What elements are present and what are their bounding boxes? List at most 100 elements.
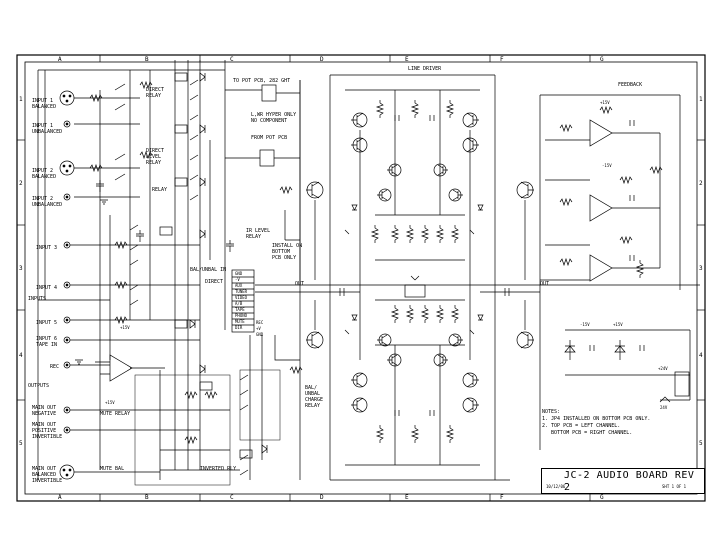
label-mute-relay: MUTE RELAY (100, 411, 131, 417)
label-supply-plus15v: +15V (600, 100, 610, 105)
zone-label-top: F (500, 56, 504, 63)
label-ir-level-relay: IR LEVEL RELAY (246, 228, 271, 240)
sheet-border-inner (24, 61, 698, 495)
xlr-input2 (59, 160, 75, 176)
label-direct-relay: DIRECT RELAY (146, 87, 165, 99)
drawing-title: JC-2 AUDIO BOARD REV 2 (564, 470, 695, 493)
label-supply-plus15v: +15V (105, 400, 115, 405)
zone-label-bottom: A (58, 494, 62, 501)
zone-label-bottom: F (500, 494, 504, 501)
xlr-input1 (59, 90, 75, 106)
upper-transistors (306, 112, 534, 202)
zone-label-top: B (145, 56, 149, 63)
label-line-driver: LINE DRIVER (408, 66, 442, 72)
label-supply-plus24v: +24V (658, 366, 668, 371)
opamp-feedback-3 (589, 254, 613, 282)
pin-label: VIDEO (235, 295, 248, 300)
label-input5: INPUT 5 (36, 320, 58, 326)
label-input1-unbalanced: INPUT 1 UNBALANCED (32, 123, 63, 135)
pin-label: TAPE (235, 307, 245, 312)
zone-label-top: D (320, 56, 324, 63)
lower-transistors (306, 331, 534, 413)
note-item: 2. TOP PCB = LEFT CHANNEL. (542, 423, 621, 429)
label-relay: RELAY (152, 187, 168, 193)
label-main-out-negative: MAIN OUT NEGATIVE (32, 405, 57, 417)
zone-label-right: 5 (699, 440, 703, 447)
zone-label-left: 1 (19, 96, 23, 103)
label-feedback: FEEDBACK (618, 82, 643, 88)
label-inverted-rly: INVERTED RLY (200, 466, 237, 472)
notes-block: NOTES: 1. JP4 INSTALLED ON BOTTOM PCB ON… (542, 409, 702, 437)
zone-label-top: E (405, 56, 409, 63)
label-main-out-balanced: MAIN OUT BALANCED INVERTIBLE (32, 466, 63, 484)
rca-jacks (63, 120, 71, 434)
pin-label: DIR (235, 325, 243, 330)
label-supply-24v: 24V (660, 405, 668, 410)
input-section (37, 60, 303, 486)
feedback-section (539, 94, 691, 450)
from-pot-connector (259, 149, 275, 167)
label-input2-balanced: INPUT 2 BALANCED (32, 168, 57, 180)
resistor-bank (370, 100, 460, 443)
opamp-feedback-2 (589, 194, 613, 222)
line-driver-section (255, 74, 700, 481)
zone-label-left: 4 (19, 352, 23, 359)
label-from-pot-pcb: FROM POT PCB (251, 135, 288, 141)
zone-label-left: 5 (19, 440, 23, 447)
label-direct: DIRECT (205, 279, 224, 285)
zone-label-bottom: G (600, 494, 604, 501)
pot-pcb-connector (261, 84, 277, 102)
zone-label-right: 1 (699, 96, 703, 103)
note-item: BOTTOM PCB = RIGHT CHANNEL. (542, 430, 633, 436)
label-hyper-only: L,WR HYPER ONLY NO COMPONENT (251, 112, 297, 124)
zone-label-right: 4 (699, 352, 703, 359)
zone-label-right: 3 (699, 265, 703, 272)
zone-label-top: G (600, 56, 604, 63)
pin-label: A/B (235, 301, 243, 306)
notes-heading: NOTES: (542, 409, 561, 415)
pin-label: GND (235, 271, 243, 276)
label-input4: INPUT 4 (36, 285, 58, 291)
pin-label: REC (256, 320, 264, 325)
label-supply-minus15v: -15V (602, 163, 612, 168)
pin-label: -V (235, 277, 240, 282)
label-supply-plus15v: +15V (120, 325, 130, 330)
power-connector (674, 371, 690, 397)
label-bal-unbal-charge-relay: BAL/ UNBAL CHARGE RELAY (305, 385, 324, 409)
pin-label: PHONO (235, 313, 248, 318)
label-bal-unbal: BAL/UNBAL IN (190, 267, 227, 273)
title-block: JC-2 AUDIO BOARD REV 2 10/12/06 SHT 1 OF… (541, 468, 705, 494)
pin-label: +V (256, 326, 261, 331)
zone-label-right: 2 (699, 180, 703, 187)
zone-label-left: 2 (19, 180, 23, 187)
label-input1-balanced: INPUT 1 BALANCED (32, 98, 57, 110)
opamp-feedback-1 (589, 119, 613, 147)
drawing-date: 10/12/06 (546, 484, 566, 489)
zone-label-bottom: D (320, 494, 324, 501)
relay-coils (159, 72, 268, 459)
zone-label-bottom: C (230, 494, 234, 501)
label-input3: INPUT 3 (36, 245, 58, 251)
relay-contacts (114, 79, 249, 476)
pin-label: MUTE (235, 319, 245, 324)
sheet-number: SHT 1 OF 1 (662, 484, 687, 489)
label-main-out-positive: MAIN OUT POSITIVE INVERTIBLE (32, 422, 63, 440)
label-install-bottom: INSTALL ON BOTTOM PCB ONLY (272, 243, 303, 261)
label-input2-unbalanced: INPUT 2 UNBALANCED (32, 196, 63, 208)
label-outputs: OUTPUTS (28, 383, 50, 389)
zone-label-bottom: E (405, 494, 409, 501)
zone-label-left: 3 (19, 265, 23, 272)
label-supply-minus15v: -15V (580, 322, 590, 327)
label-out-left: OUT (295, 281, 305, 287)
pin-label: TUNER (235, 289, 248, 294)
rec-opamp (109, 354, 133, 382)
label-rec: REC (50, 364, 60, 370)
pin-label: GND (256, 332, 264, 337)
label-input6-tape: INPUT 6 TAPE IN (36, 336, 58, 348)
label-out-right: OUT (540, 281, 550, 287)
label-to-pot-pcb: TO POT PCB, 282 GHT (233, 78, 291, 84)
label-inputs: INPUTS (28, 296, 47, 302)
sheet-border-outer (16, 54, 706, 502)
zone-label-bottom: B (145, 494, 149, 501)
